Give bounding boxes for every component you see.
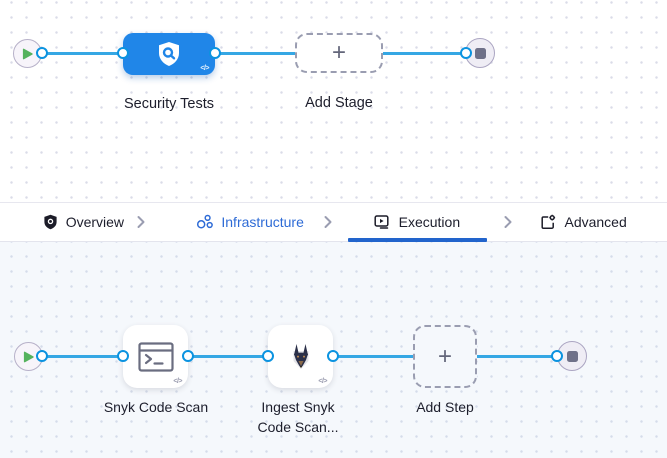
tab-advanced-label: Advanced xyxy=(564,214,627,230)
tab-execution-label: Execution xyxy=(398,214,461,230)
step-label: Snyk Code Scan xyxy=(103,399,209,415)
stop-icon xyxy=(474,47,486,59)
code-icon: </> xyxy=(200,65,209,72)
connector-port xyxy=(551,350,563,362)
plus-icon: + xyxy=(331,39,346,66)
connector-port xyxy=(460,47,472,59)
connector-port xyxy=(117,350,129,362)
step-node-snyk-code-scan[interactable]: </> xyxy=(123,325,188,388)
add-step-label: Add Step xyxy=(416,399,474,415)
connector-port xyxy=(327,350,339,362)
terminal-icon xyxy=(137,341,174,372)
connector-line xyxy=(42,52,466,55)
tab-overview[interactable]: Overview xyxy=(0,203,167,241)
add-stage-button[interactable]: + xyxy=(295,33,383,73)
doc-gear-icon xyxy=(541,214,556,229)
play-box-icon xyxy=(374,215,389,229)
play-icon xyxy=(23,351,34,362)
chevron-right-icon xyxy=(503,215,513,229)
tab-advanced[interactable]: Advanced xyxy=(500,203,667,241)
step-node-ingest-snyk[interactable]: </> xyxy=(268,325,333,388)
connector-port xyxy=(209,47,221,59)
connector-port xyxy=(182,350,194,362)
tab-execution[interactable]: Execution xyxy=(334,203,501,242)
stop-icon xyxy=(566,350,578,362)
flow-end-node xyxy=(465,38,495,68)
stage-canvas: </> + Security Tests Add Stage xyxy=(0,0,667,202)
shield-check-icon xyxy=(44,214,57,230)
tab-infrastructure-label: Infrastructure xyxy=(221,214,304,230)
stage-node-security-tests[interactable]: </> xyxy=(123,33,215,75)
cluster-icon xyxy=(197,214,214,229)
step-label: Ingest Snyk Code Scan... xyxy=(257,399,339,435)
connector-port xyxy=(117,47,129,59)
execution-step-canvas: </> </> + Snyk Code S xyxy=(0,241,667,458)
stage-config-tabbar: Overview Infrastructure Execution xyxy=(0,202,667,242)
play-icon xyxy=(22,48,33,59)
connector-port xyxy=(36,350,48,362)
chevron-right-icon xyxy=(136,215,146,229)
tab-infrastructure[interactable]: Infrastructure xyxy=(167,203,334,241)
code-icon: </> xyxy=(318,378,327,385)
snyk-doberman-icon xyxy=(293,343,308,369)
add-step-button[interactable]: + xyxy=(413,325,477,388)
connector-port xyxy=(36,47,48,59)
connector-port xyxy=(262,350,274,362)
chevron-right-icon xyxy=(323,215,333,229)
shield-scan-icon xyxy=(159,42,179,66)
code-icon: </> xyxy=(173,378,182,385)
plus-icon: + xyxy=(437,342,452,370)
tab-overview-label: Overview xyxy=(65,214,125,230)
add-stage-label: Add Stage xyxy=(305,95,373,111)
stage-label: Security Tests xyxy=(124,96,214,112)
active-tab-indicator xyxy=(347,238,488,242)
